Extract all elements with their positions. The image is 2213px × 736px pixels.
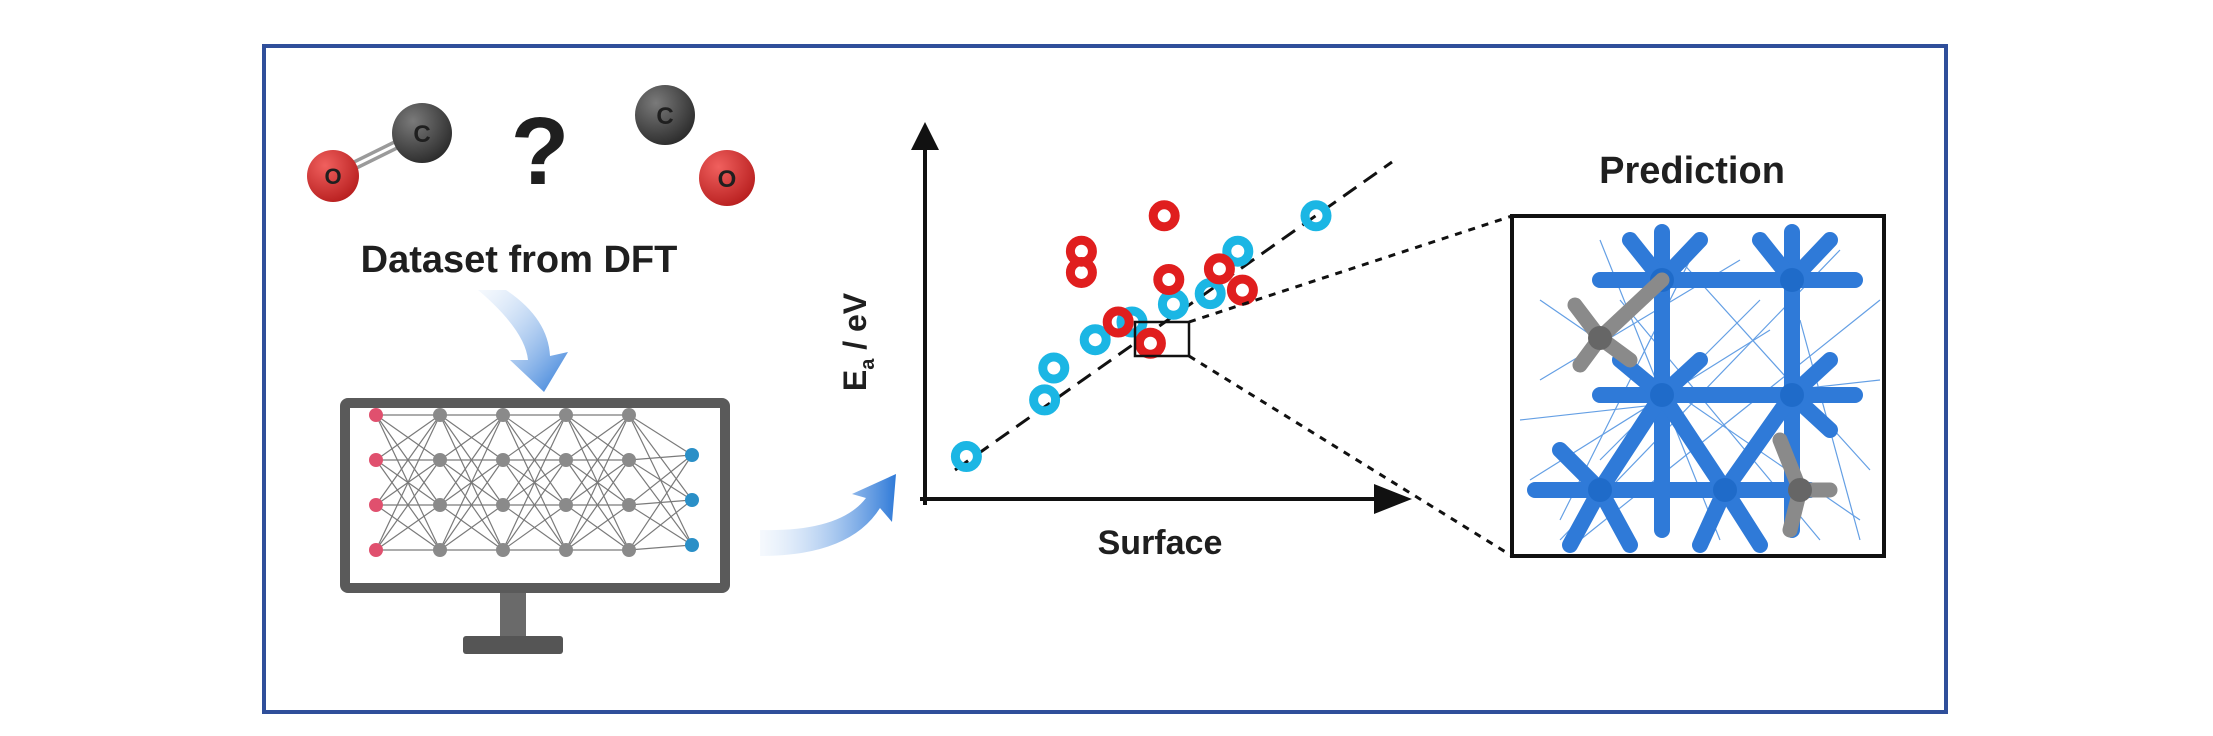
- nn-node: [622, 498, 636, 512]
- nn-node: [369, 453, 383, 467]
- nn-connection: [375, 414, 441, 551]
- adsorbate-atom-icon: [1788, 478, 1812, 502]
- nn-node: [559, 408, 573, 422]
- zoom-line-bottom: [1188, 354, 1513, 558]
- cyan-data-point: [1038, 352, 1070, 384]
- nn-node: [496, 408, 510, 422]
- nn-node: [559, 453, 573, 467]
- nn-connection: [502, 414, 567, 551]
- oxygen-atom-icon: [699, 150, 755, 206]
- nn-node: [685, 538, 699, 552]
- nn-connection: [439, 414, 504, 506]
- zoom-selection-box: [1133, 320, 1191, 358]
- nn-connection: [628, 454, 693, 461]
- nn-node: [559, 543, 573, 557]
- nn-connection: [628, 544, 693, 551]
- dataset-to-model-arrow: [478, 290, 568, 392]
- nn-node: [496, 498, 510, 512]
- nn-node: [433, 453, 447, 467]
- data-points: [950, 200, 1332, 473]
- carbon-atom-icon: [635, 85, 695, 145]
- nn-connection: [502, 414, 567, 506]
- trend-line: [954, 160, 1393, 472]
- zoom-line-top: [1188, 214, 1513, 324]
- nn-connection: [628, 454, 693, 506]
- nn-node: [622, 543, 636, 557]
- nn-node: [433, 498, 447, 512]
- nn-connection: [502, 459, 567, 551]
- nn-node: [433, 543, 447, 557]
- nn-connection: [375, 414, 441, 506]
- red-data-point: [1102, 306, 1134, 338]
- red-data-point: [1148, 200, 1180, 232]
- cyan-data-point: [1194, 278, 1226, 310]
- co-molecule-bonded: O C: [307, 103, 452, 202]
- nn-node: [369, 498, 383, 512]
- cyan-data-point: [1300, 200, 1332, 232]
- cyan-data-point: [1157, 288, 1189, 320]
- svg-text:O: O: [324, 164, 341, 189]
- nn-connection: [565, 414, 630, 551]
- cyan-data-point: [950, 441, 982, 473]
- nn-connection: [439, 414, 504, 551]
- prediction-title: Prediction: [1599, 150, 1785, 192]
- nn-node: [559, 498, 573, 512]
- adsorbate-atom-icon: [1588, 326, 1612, 350]
- svg-text:C: C: [413, 121, 430, 148]
- nn-node: [369, 543, 383, 557]
- nn-connection: [565, 414, 630, 506]
- scatter-chart: Surface Ea / eV: [837, 122, 1513, 562]
- nn-connection: [375, 459, 441, 551]
- computer-monitor: [340, 398, 730, 654]
- svg-text:C: C: [656, 103, 673, 130]
- nn-node: [369, 408, 383, 422]
- cyan-data-point: [1079, 324, 1111, 356]
- dataset-label: Dataset from DFT: [361, 239, 678, 281]
- nn-connection: [439, 414, 504, 461]
- y-axis-label: Ea / eV: [837, 292, 879, 391]
- nn-node: [685, 448, 699, 462]
- nn-connection: [565, 414, 630, 461]
- svg-text:O: O: [718, 166, 737, 193]
- nn-node: [622, 453, 636, 467]
- nn-connection: [375, 504, 441, 551]
- nn-connection: [628, 414, 693, 456]
- x-axis-arrow-icon: [1374, 484, 1412, 514]
- question-mark-icon: ?: [511, 98, 570, 205]
- oxygen-atom-icon: [307, 150, 359, 202]
- nn-node: [433, 408, 447, 422]
- red-data-point: [1153, 264, 1185, 296]
- nn-connection: [628, 454, 693, 551]
- crystal-structure: [1519, 224, 1881, 553]
- model-to-chart-arrow: [760, 474, 896, 556]
- y-axis-arrow-icon: [911, 122, 939, 150]
- red-data-point: [1065, 235, 1097, 267]
- nn-connection: [502, 504, 567, 551]
- prediction-panel: [1510, 214, 1886, 558]
- red-data-point: [1203, 253, 1235, 285]
- red-data-point: [1226, 274, 1258, 306]
- co-molecule-separated: C O: [635, 85, 755, 206]
- cyan-data-point: [1029, 384, 1061, 416]
- nn-connection: [502, 414, 567, 461]
- cyan-data-point: [1222, 235, 1254, 267]
- x-axis-label: Surface: [1098, 524, 1223, 562]
- carbon-atom-icon: [392, 103, 452, 163]
- neural-network-diagram: [369, 408, 699, 557]
- red-data-point: [1134, 327, 1166, 359]
- nn-connection: [628, 499, 693, 551]
- nn-connection: [565, 459, 630, 551]
- nn-node: [496, 543, 510, 557]
- nn-node: [622, 408, 636, 422]
- nn-connection: [565, 504, 630, 551]
- nn-connection: [439, 459, 504, 551]
- nn-connection: [439, 504, 504, 551]
- nn-connection: [375, 414, 441, 461]
- nn-node: [685, 493, 699, 507]
- nn-node: [496, 453, 510, 467]
